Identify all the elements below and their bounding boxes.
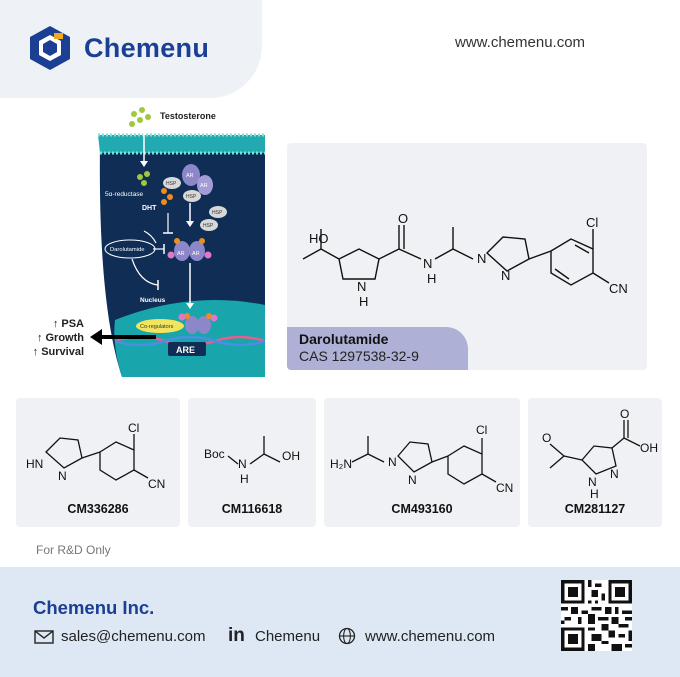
svg-text:N: N bbox=[388, 455, 397, 469]
svg-text:AR: AR bbox=[192, 251, 200, 257]
svg-text:N: N bbox=[238, 457, 247, 471]
svg-text:N: N bbox=[357, 279, 366, 294]
structure-cm281127: O O OH N N H bbox=[542, 407, 658, 498]
compound-code: CM281127 bbox=[564, 502, 626, 516]
outcome-psa: ↑ PSA bbox=[52, 318, 84, 330]
svg-text:H₂N: H₂N bbox=[330, 457, 352, 471]
svg-text:HSP: HSP bbox=[166, 181, 177, 187]
nucleus-label: Nucleus bbox=[140, 297, 166, 304]
qr-code[interactable] bbox=[561, 580, 632, 651]
outcome-growth: ↑ Growth bbox=[36, 332, 84, 344]
svg-text:Cl: Cl bbox=[128, 421, 139, 435]
svg-text:Boc: Boc bbox=[204, 447, 225, 461]
email-link[interactable]: sales@chemenu.com bbox=[61, 628, 206, 645]
svg-text:N: N bbox=[610, 467, 619, 481]
cell-membrane bbox=[98, 135, 265, 153]
svg-text:OH: OH bbox=[282, 449, 300, 463]
svg-text:HSP: HSP bbox=[203, 223, 214, 229]
linkedin-icon: in bbox=[228, 625, 245, 646]
compound-card[interactable] bbox=[324, 398, 520, 527]
structure-cm336286: HN N Cl CN bbox=[26, 421, 165, 491]
svg-text:N: N bbox=[408, 473, 417, 487]
svg-text:O: O bbox=[620, 407, 629, 421]
coregulators-label: Co-regulators bbox=[140, 324, 174, 330]
outcomes-list: ↑ PSA ↑ Growth ↑ Survival bbox=[10, 317, 84, 359]
svg-text:CN: CN bbox=[496, 481, 513, 495]
compound-name-tag bbox=[287, 327, 468, 370]
chemenu-logo-icon bbox=[30, 26, 70, 70]
pathway-illustration: Testosterone 5α-reductase DHT HSP AR AR … bbox=[90, 107, 266, 377]
svg-text:AR: AR bbox=[186, 173, 194, 179]
svg-text:HN: HN bbox=[26, 457, 43, 471]
linkedin-link[interactable]: Chemenu bbox=[255, 628, 321, 645]
svg-text:H: H bbox=[359, 294, 368, 309]
envelope-icon bbox=[34, 630, 54, 644]
website-link[interactable]: www.chemenu.com bbox=[365, 628, 496, 645]
outcome-survival: ↑ Survival bbox=[32, 346, 84, 358]
svg-text:CN: CN bbox=[148, 477, 165, 491]
svg-text:O: O bbox=[398, 211, 408, 226]
disclaimer: For R&D Only bbox=[36, 543, 111, 557]
brand-name: Chemenu bbox=[84, 33, 210, 63]
nucleus-region bbox=[114, 300, 265, 377]
svg-text:Cl: Cl bbox=[586, 215, 598, 230]
svg-text:O: O bbox=[542, 431, 551, 445]
svg-text:Cl: Cl bbox=[476, 423, 487, 437]
svg-text:H: H bbox=[240, 472, 249, 486]
svg-text:H: H bbox=[590, 487, 599, 498]
svg-text:HSP: HSP bbox=[186, 194, 197, 200]
reductase-label: 5α-reductase bbox=[105, 191, 143, 198]
svg-text:AR: AR bbox=[200, 183, 208, 189]
compound-card[interactable] bbox=[528, 398, 662, 527]
are-label: ARE bbox=[176, 345, 195, 355]
svg-text:N: N bbox=[58, 469, 67, 483]
structure-cm116618: Boc N H OH bbox=[204, 436, 300, 486]
darolutamide-structure: HO N H O N H N N Cl CN bbox=[302, 211, 628, 309]
testosterone-label: Testosterone bbox=[160, 111, 216, 121]
svg-text:AR: AR bbox=[177, 251, 185, 257]
svg-text:N: N bbox=[423, 256, 432, 271]
structure-cm493160: H₂N N N Cl CN bbox=[330, 423, 513, 495]
darolutamide-label: Darolutamide bbox=[110, 247, 144, 253]
company-name: Chemenu Inc. bbox=[33, 597, 155, 618]
header-website-link[interactable]: www.chemenu.com bbox=[455, 34, 586, 51]
svg-text:N: N bbox=[501, 268, 510, 283]
svg-text:N: N bbox=[477, 251, 486, 266]
compound-name: Darolutamide bbox=[299, 331, 389, 347]
svg-text:HSP: HSP bbox=[212, 210, 223, 216]
compound-code: CM116618 bbox=[221, 502, 283, 516]
svg-text:OH: OH bbox=[640, 441, 658, 455]
svg-text:H: H bbox=[427, 271, 436, 286]
globe-icon bbox=[338, 627, 356, 645]
compound-card[interactable] bbox=[16, 398, 180, 527]
dht-label: DHT bbox=[142, 205, 157, 212]
compound-code: CM336286 bbox=[67, 502, 129, 516]
svg-text:N: N bbox=[588, 475, 597, 489]
compound-code: CM493160 bbox=[391, 502, 453, 516]
svg-text:CN: CN bbox=[609, 281, 628, 296]
svg-text:HO: HO bbox=[309, 231, 329, 246]
compound-cas-number: CAS 1297538-32-9 bbox=[299, 348, 419, 364]
